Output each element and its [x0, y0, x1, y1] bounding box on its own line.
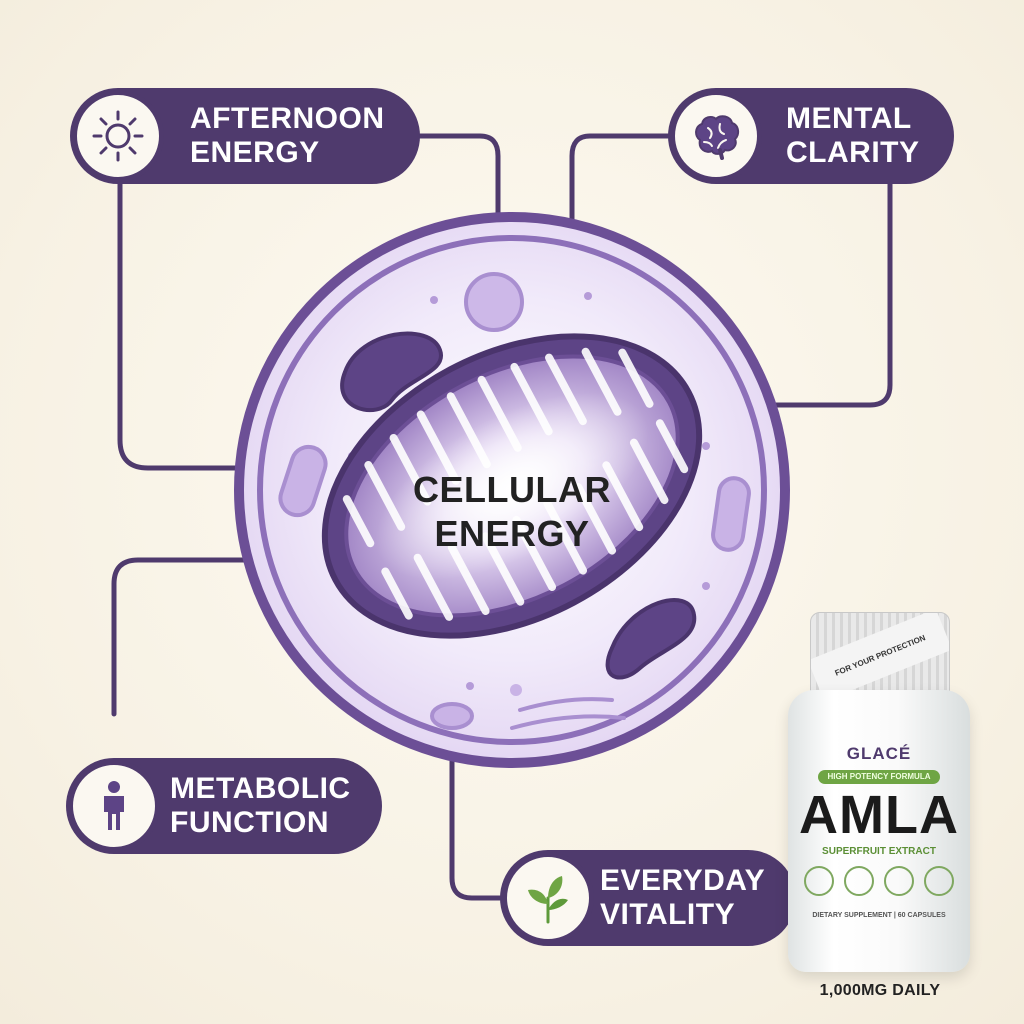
callout-metabolic-function-label: METABOLIC FUNCTION	[170, 772, 351, 839]
callout-afternoon-energy: AFTERNOON ENERGY	[70, 88, 420, 184]
connector-metabolic	[111, 557, 348, 717]
cell-membrane-inner	[257, 235, 767, 745]
organelles	[278, 272, 751, 730]
callout-metabolic-function: METABOLIC FUNCTION	[66, 758, 382, 854]
connector-mental-right	[652, 181, 893, 408]
callout-afternoon-energy-label: AFTERNOON ENERGY	[190, 102, 385, 169]
center-label-line2: ENERGY	[434, 513, 590, 554]
product-details: DIETARY SUPPLEMENT | 60 CAPSULES	[812, 912, 946, 919]
bottle-cap: FOR YOUR PROTECTION	[810, 612, 950, 704]
bottle-label: GLACÉ HIGH POTENCY FORMULA AMLA SUPERFRU…	[788, 690, 970, 972]
mitochondrion	[321, 333, 703, 639]
product-brand: GLACÉ	[846, 744, 912, 763]
sun-icon	[72, 90, 164, 182]
callout-everyday-vitality-label: EVERYDAY VITALITY	[600, 864, 766, 931]
badge-icon	[924, 866, 954, 896]
daily-dose-label: 1,000MG DAILY	[819, 982, 941, 999]
callout-everyday-vitality: EVERYDAY VITALITY	[500, 850, 796, 946]
callout-mental-clarity: MENTAL CLARITY	[668, 88, 954, 184]
brain-icon	[670, 90, 762, 182]
product-tagline: HIGH POTENCY FORMULA	[818, 770, 940, 784]
cellular-energy-label: CELLULAR ENERGY	[362, 468, 662, 556]
connector-afternoon-left	[117, 181, 285, 471]
amla-supplement-bottle: FOR YOUR PROTECTION GLACÉ HIGH POTENCY F…	[788, 612, 970, 972]
badge-icon	[804, 866, 834, 896]
product-subtitle: SUPERFRUIT EXTRACT	[822, 846, 936, 857]
cap-seal-text: FOR YOUR PROTECTION	[811, 613, 949, 702]
center-label-line1: CELLULAR	[413, 469, 611, 510]
badge-icon	[844, 866, 874, 896]
badge-icon	[884, 866, 914, 896]
callout-mental-clarity-label: MENTAL CLARITY	[786, 102, 920, 169]
leaf-icon	[502, 852, 594, 944]
benefit-badges	[804, 866, 954, 902]
person-icon	[68, 760, 160, 852]
product-name: AMLA	[799, 785, 959, 845]
connector-vitality	[449, 717, 509, 901]
connector-afternoon-energy	[367, 133, 501, 243]
connector-mental-clarity	[569, 133, 671, 379]
